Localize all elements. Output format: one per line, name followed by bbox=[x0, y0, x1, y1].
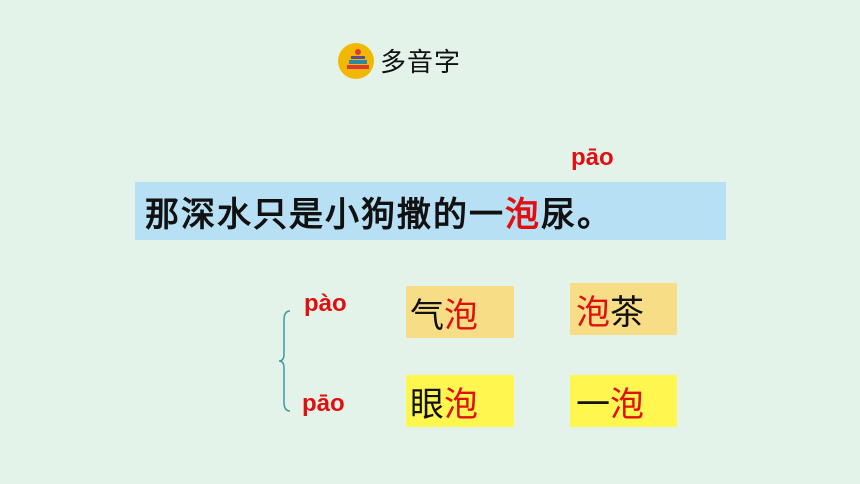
sentence-highlight: 泡 bbox=[505, 194, 541, 235]
word-yanpao-pre: 眼 bbox=[410, 384, 444, 425]
word-yanpao-hl: 泡 bbox=[444, 384, 478, 425]
brace-icon bbox=[278, 310, 291, 412]
section-title: 多音字 bbox=[338, 42, 461, 79]
word-yanpao: 眼泡 bbox=[406, 375, 514, 427]
word-yipao-hl: 泡 bbox=[610, 384, 644, 425]
word-qipao: 气泡 bbox=[406, 286, 514, 338]
word-paocha: 泡茶 bbox=[570, 283, 677, 335]
word-qipao-pre: 气 bbox=[410, 295, 444, 336]
sentence-box: 那深水只是小狗撒的一泡尿。 bbox=[135, 182, 726, 240]
sentence-text: 那深水只是小狗撒的一泡尿。 bbox=[145, 187, 613, 236]
word-paocha-hl: 泡 bbox=[576, 292, 610, 333]
sentence-before: 那深水只是小狗撒的一 bbox=[145, 194, 505, 235]
title-text: 多音字 bbox=[380, 48, 462, 78]
sentence-pinyin: pāo bbox=[571, 144, 614, 171]
group2-pinyin: pāo bbox=[302, 390, 345, 417]
group1-pinyin: pào bbox=[304, 290, 347, 317]
books-icon bbox=[338, 42, 374, 79]
word-yipao: 一泡 bbox=[570, 375, 677, 427]
word-paocha-post: 茶 bbox=[610, 292, 644, 333]
word-yipao-pre: 一 bbox=[576, 384, 610, 425]
word-qipao-hl: 泡 bbox=[444, 295, 478, 336]
sentence-after: 尿。 bbox=[541, 194, 613, 235]
